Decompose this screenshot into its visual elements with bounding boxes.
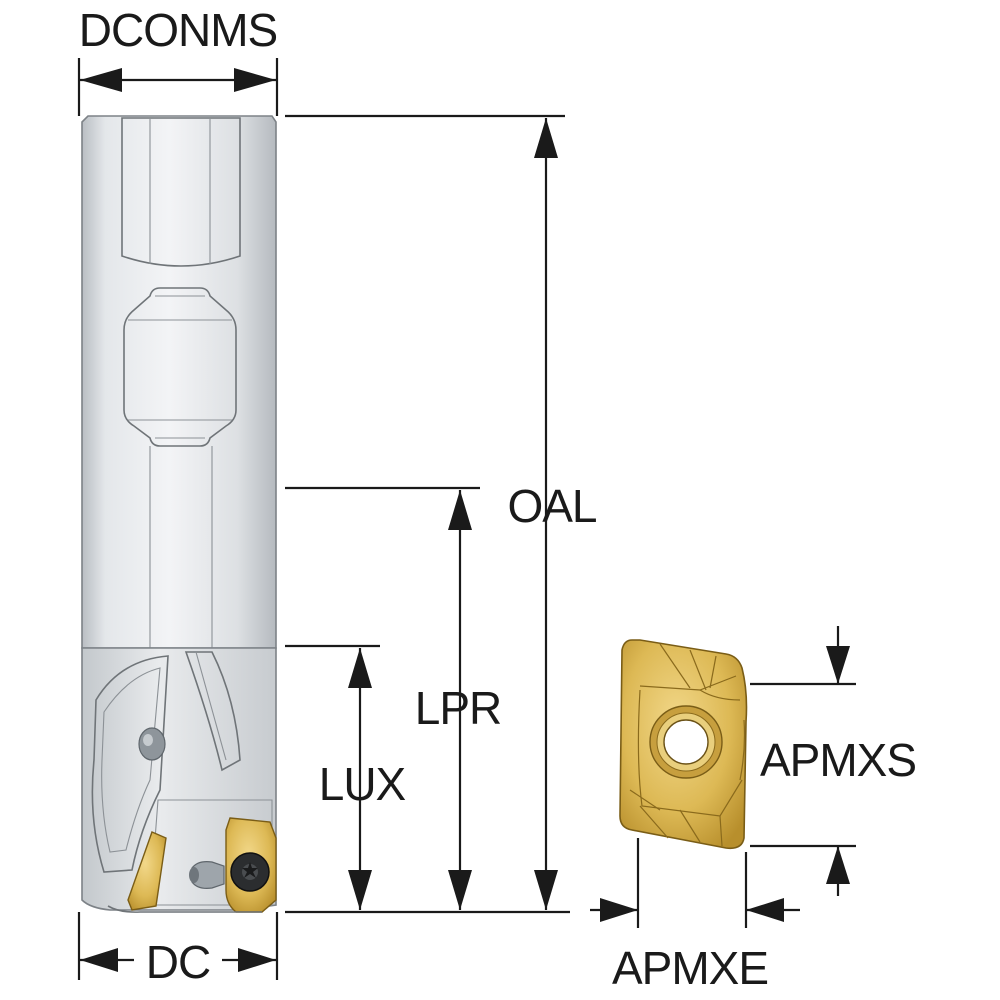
tool-wrench-flat [121, 117, 241, 267]
tool-insert-left [127, 831, 167, 911]
tool-shank [81, 115, 277, 649]
label-dc: DC [146, 936, 210, 988]
label-dconms: DCONMS [79, 4, 277, 56]
cutting-insert [619, 639, 748, 850]
tool-coolant-hole [138, 727, 166, 761]
label-apmxs: APMXS [760, 734, 916, 786]
tool-pin [191, 861, 225, 889]
tool-clamp-flat [123, 287, 237, 447]
label-oal: OAL [507, 480, 596, 532]
end-mill-tool [81, 115, 277, 913]
label-apmxe: APMXE [612, 942, 768, 994]
tool-flute-right [184, 651, 241, 772]
label-lpr: LPR [415, 682, 501, 734]
dimension-lines [77, 58, 856, 980]
label-lux: LUX [319, 758, 406, 810]
tool-flute-left [91, 655, 169, 873]
